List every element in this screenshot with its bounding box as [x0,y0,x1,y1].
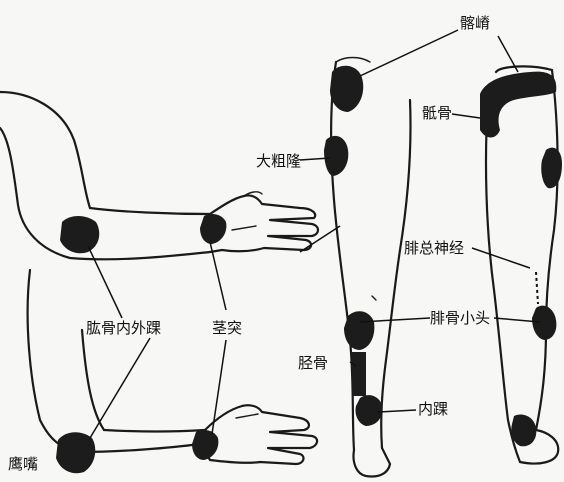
tibia-knee-spot [344,311,374,350]
label-humeral-epicondyles: 肱骨内外踝 [86,319,161,337]
sacrum-spot [480,72,556,138]
leader-lines [88,30,540,438]
label-iliac-crest: 髂嵴 [460,14,490,32]
greater-trochanter-spot [324,136,348,176]
label-sacrum: 骶骨 [422,104,452,122]
styloid-spot-lower [192,430,218,460]
heel-spot [511,415,536,447]
front-leg-figure [324,58,411,477]
label-medial-malleolus: 内踝 [418,400,448,418]
label-styloid-process: 茎突 [212,319,242,337]
humeral-epicondyle-spot-upper [60,216,99,253]
label-olecranon: 鹰嘴 [8,455,38,473]
upper-arm-figure [0,92,318,259]
iliac-crest-spot-front [330,66,363,112]
label-fibular-head: 腓骨小头 [430,309,490,327]
olecranon-spot [56,432,95,473]
tibia-shin-mark [352,352,366,396]
label-common-peroneal-nerve: 腓总神经 [404,239,464,257]
medial-malleolus-spot [355,395,382,426]
fibular-head-spot [532,306,556,340]
styloid-spot-upper [200,214,226,244]
greater-trochanter-spot-back [541,148,562,189]
common-peroneal-nerve-line [536,272,538,304]
label-greater-trochanter: 大粗隆 [256,152,301,170]
label-tibia: 胫骨 [298,354,328,372]
lower-arm-figure [28,270,317,473]
